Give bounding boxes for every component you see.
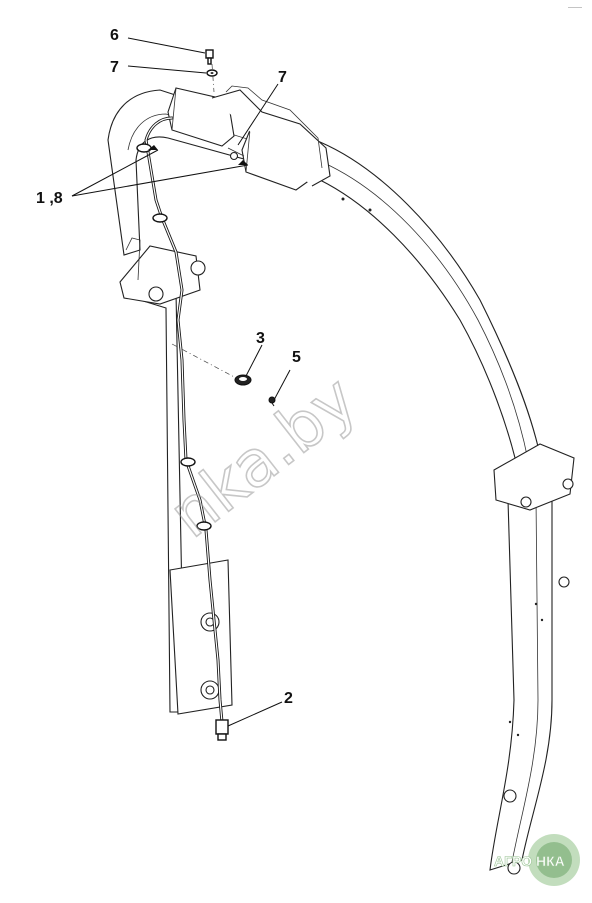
callout-3: 3	[256, 330, 265, 347]
part-7-washer	[206, 69, 218, 77]
frame-right-upright	[489, 489, 553, 871]
right-bolt-upper	[503, 789, 517, 803]
wiring-harness	[136, 116, 229, 741]
bolt-lower	[200, 680, 220, 700]
callout-5: 5	[292, 349, 301, 366]
agro-nka-logo: АГРО НКА	[494, 834, 580, 886]
cable-clip-4	[196, 521, 212, 531]
part-6-bolt	[205, 49, 214, 65]
part3-center-line	[171, 343, 241, 381]
lamp-bracket	[211, 89, 331, 187]
leader-lines	[71, 37, 291, 727]
right-bracket-pin	[520, 496, 532, 508]
callout-7-washer: 7	[110, 59, 119, 76]
cable-clip-3	[180, 457, 196, 467]
right-side-knob	[558, 576, 570, 588]
right-bracket-pin-2	[562, 478, 574, 490]
left-mount-bracket	[119, 245, 201, 305]
corner-mark: ——	[568, 4, 582, 11]
frame-arch-inner	[127, 113, 529, 461]
work-lamp-assembly	[167, 85, 331, 191]
frame-right-edge	[511, 497, 539, 863]
harness-connector	[215, 719, 229, 735]
callout-6: 6	[110, 27, 119, 44]
right-bolt-lower	[507, 861, 521, 875]
lamp-mount-bolt	[229, 151, 239, 161]
logo-text: АГРО НКА	[494, 853, 565, 869]
part-5-screw	[268, 396, 276, 407]
cable-clip-1	[136, 143, 152, 153]
callout-1-8: 1 ,8	[36, 190, 63, 207]
left-bracket-pin-2	[190, 260, 206, 276]
part-3-cable-clamp	[234, 374, 252, 386]
callout-2: 2	[284, 690, 293, 707]
right-mount-bracket	[493, 443, 575, 511]
callout-7-lamp: 7	[278, 69, 287, 86]
cable-clip-2	[152, 213, 168, 223]
left-bracket-pin	[148, 286, 164, 302]
